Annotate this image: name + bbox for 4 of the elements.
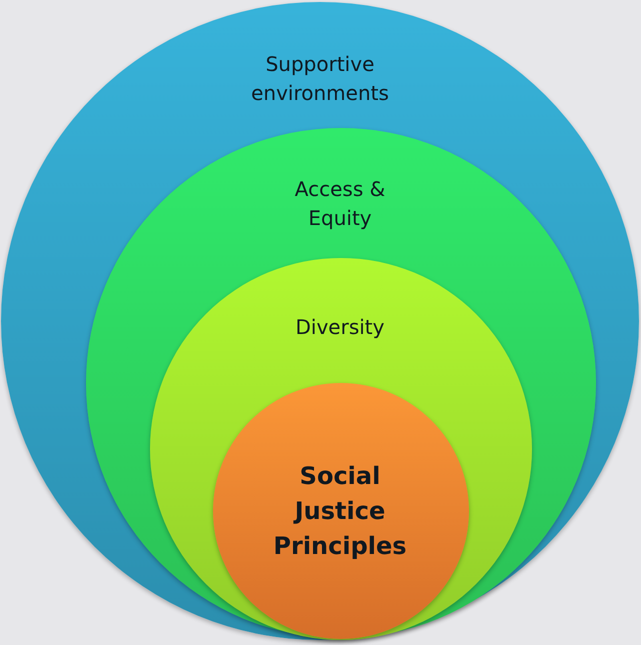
circle-label: Access & Equity	[294, 176, 386, 232]
circle-label: Supportive environments	[250, 51, 390, 107]
circle-label: Social Justice Principles	[272, 461, 408, 562]
circle-label: Diversity	[294, 314, 386, 341]
